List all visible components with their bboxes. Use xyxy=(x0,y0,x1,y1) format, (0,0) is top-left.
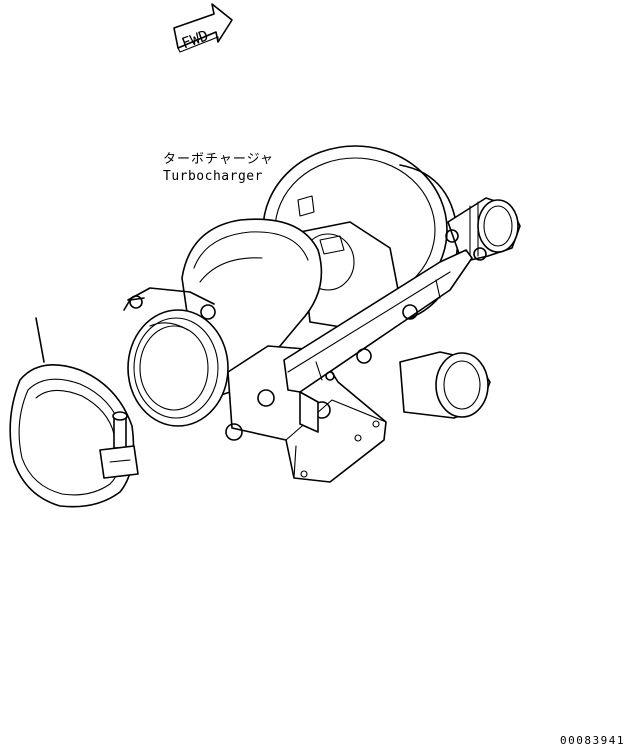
v-band-clamp-illustration xyxy=(9,317,139,508)
part-name-en: Turbocharger xyxy=(163,169,263,184)
part-name-jp: ターボチャージャ xyxy=(163,152,274,167)
fwd-arrow-icon: FWD xyxy=(173,3,233,53)
fwd-label: FWD xyxy=(179,26,211,52)
drawing-number: 00083941 xyxy=(560,734,625,747)
turbocharger-illustration xyxy=(123,145,521,483)
